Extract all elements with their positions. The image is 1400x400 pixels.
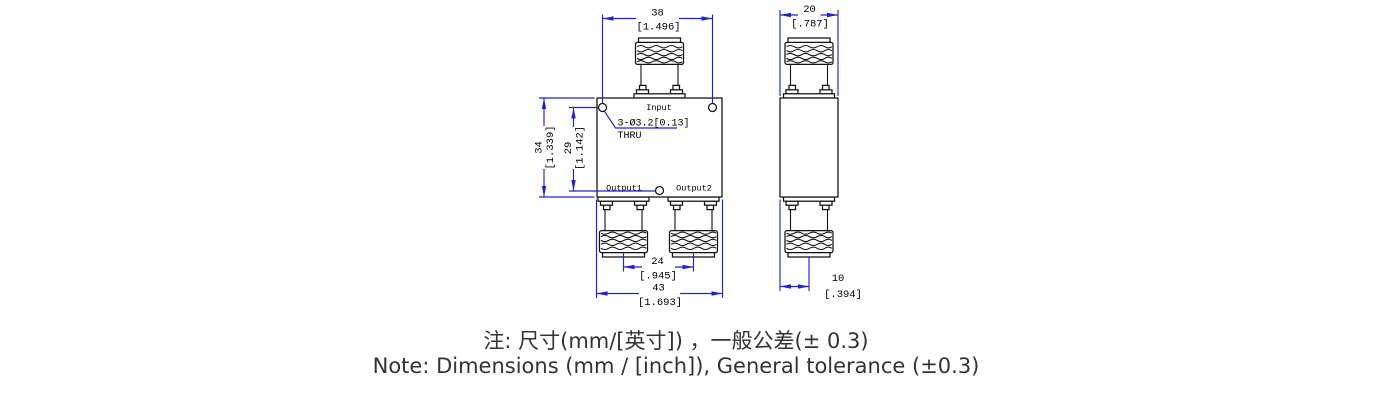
dim-mount-hole-spacing-y: 29[1.142] [563,106,655,192]
dim-label: 29[1.142] [563,126,587,170]
dim-label: 34[1.339] [534,125,558,169]
front-view: Input Output1 Output2 [596,37,723,258]
output2-connector [667,196,720,258]
dim-inch: [1.693] [638,297,682,309]
side-top-connector [782,37,836,99]
input-label: Input [646,103,672,113]
dim-connector-offset: 10 [.394] [779,199,862,301]
note-line-english: Note: Dimensions (mm / [inch]), General … [372,354,980,378]
arrowhead [571,180,576,191]
arrowhead [596,291,608,296]
arrowhead [602,16,614,21]
dim-body-height: 34[1.339] [534,97,595,198]
input-connector [633,37,686,99]
arrowhead [571,107,576,119]
arrowhead [711,291,723,296]
side-body [779,97,839,198]
dim-mm: 38 [651,8,664,20]
arrowhead [798,284,809,289]
arrowhead [541,98,547,109]
front-body [596,97,723,198]
hole-callout-text: 3-Ø3.2[0.13] [618,118,690,130]
dim-mm: 24 [651,256,664,268]
dim-inch: [1.142] [575,126,587,170]
dim-mm: 20 [803,4,816,16]
dim-output-spacing: 24 [.945] [622,253,695,283]
drawing-notes: 注: 尺寸(mm/[英寸]) ，一般公差(± 0.3) Note: Dimens… [0,329,1352,379]
arrowhead [623,264,635,270]
arrowhead [541,186,547,197]
dim-inch: [.945] [639,271,677,283]
dim-mm: 29 [563,142,575,155]
arrowhead [780,12,791,18]
dim-mm: 10 [832,273,845,285]
mount-hole-top-left [597,102,608,113]
leader-line [603,110,677,129]
dim-mm: 34 [534,141,546,154]
mount-hole-bottom [654,185,665,196]
hole-callout: 3-Ø3.2[0.13] THRU [603,110,690,142]
arrowhead [701,16,713,21]
hole-callout-thru: THRU [618,131,642,142]
dim-mount-hole-spacing-x: 38 [1.496] [601,8,714,103]
dim-inch: [.787] [791,19,829,31]
dim-mm: 43 [652,283,665,295]
mount-hole-top-right [707,102,718,113]
output1-connector [597,196,650,258]
arrowhead [780,284,791,289]
arrowhead [682,264,694,270]
dim-inch: [1.339] [545,125,557,169]
side-view [779,37,839,258]
dim-body-depth: 20 [.787] [779,4,839,96]
output2-label: Output2 [676,184,712,194]
arrowhead [827,12,838,18]
side-bottom-connector [782,196,836,258]
dim-inch: [1.496] [636,22,680,34]
dim-inch: [.394] [824,289,862,301]
output1-label: Output1 [606,184,642,194]
note-line-chinese: 注: 尺寸(mm/[英寸]) ，一般公差(± 0.3) [483,329,869,353]
dim-body-width: 43 [1.693] [595,199,724,309]
